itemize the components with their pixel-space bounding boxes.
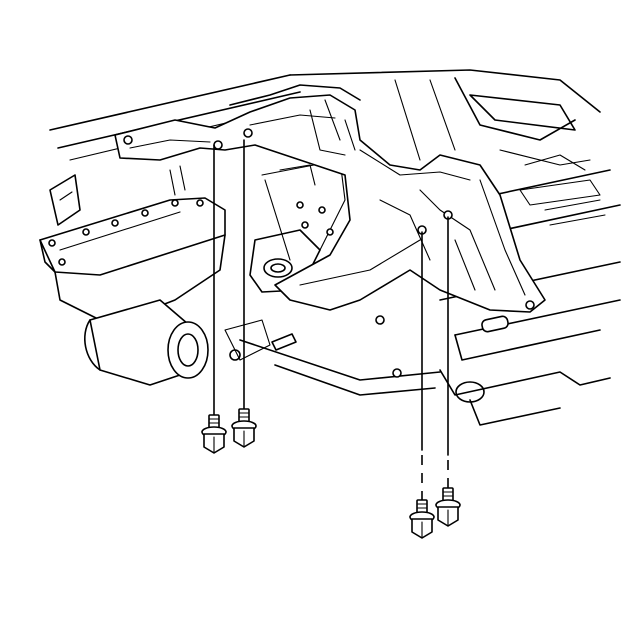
transmission-mount	[249, 159, 346, 293]
transmission-crossmember	[114, 84, 546, 325]
transmission-oil-pan	[39, 174, 226, 326]
exhaust-pipe	[84, 299, 209, 386]
bolt-alignment-lines	[213, 139, 449, 500]
bolt-left-2	[231, 408, 257, 448]
lower-frame-edge	[224, 319, 441, 396]
oil-pan-bolts	[48, 199, 204, 266]
bolt-right-1	[409, 499, 435, 539]
bolt-left-1	[201, 414, 227, 454]
bolt-right-2	[435, 487, 461, 527]
